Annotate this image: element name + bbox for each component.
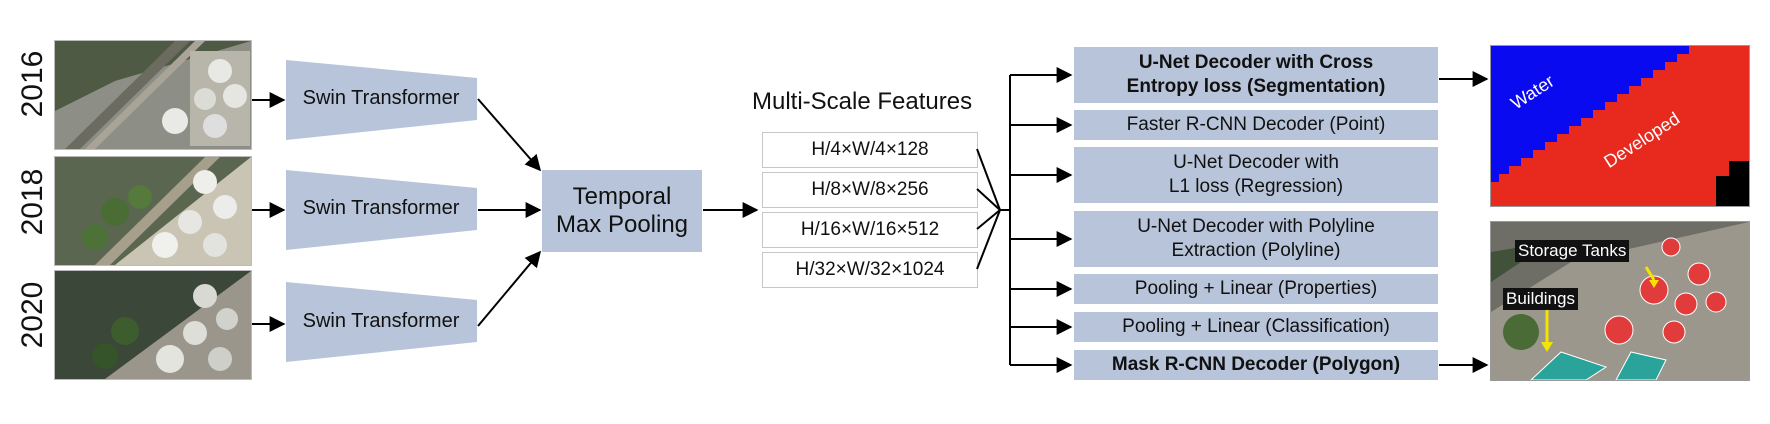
decoder-point: Faster R-CNN Decoder (Point) bbox=[1074, 110, 1438, 140]
pooling-line2: Max Pooling bbox=[555, 211, 689, 238]
decoder-properties-label: Pooling + Linear (Properties) bbox=[1134, 278, 1378, 299]
decoder-properties: Pooling + Linear (Properties) bbox=[1074, 274, 1438, 304]
swin-encoder-2018 bbox=[286, 170, 477, 250]
swin-encoder-2020 bbox=[286, 282, 477, 362]
decoder-polyline-line2: Extraction (Polyline) bbox=[1171, 240, 1341, 261]
decoder-segmentation-line2: Entropy loss (Segmentation) bbox=[1126, 76, 1386, 97]
decoder-segmentation: U-Net Decoder with Cross Entropy loss (S… bbox=[1074, 47, 1438, 103]
swin-label-2016: Swin Transformer bbox=[302, 87, 460, 109]
feature-box-scale-8: H/8×W/8×256 bbox=[762, 172, 978, 208]
swin-encoder-2016 bbox=[286, 60, 477, 140]
swin-label-2018: Swin Transformer bbox=[302, 197, 460, 219]
pooling-line1: Temporal bbox=[572, 183, 672, 210]
temporal-max-pooling-box: Temporal Max Pooling bbox=[542, 170, 702, 252]
decoder-polyline-line1: U-Net Decoder with Polyline bbox=[1137, 216, 1375, 237]
polygon-label-storage-tanks: Storage Tanks bbox=[1515, 240, 1630, 262]
decoder-regression: U-Net Decoder with L1 loss (Regression) bbox=[1074, 147, 1438, 203]
feature-box-scale-16: H/16×W/16×512 bbox=[762, 212, 978, 248]
multi-scale-features-title: Multi-Scale Features bbox=[752, 88, 973, 115]
decoder-regression-line1: U-Net Decoder with bbox=[1173, 152, 1339, 173]
polygon-output-image: Storage Tanks Buildings bbox=[1490, 221, 1750, 381]
decoder-point-label: Faster R-CNN Decoder (Point) bbox=[1126, 114, 1386, 135]
decoder-classification-label: Pooling + Linear (Classification) bbox=[1122, 316, 1390, 337]
decoder-classification: Pooling + Linear (Classification) bbox=[1074, 312, 1438, 342]
satellite-image-2018 bbox=[54, 156, 252, 266]
decoder-segmentation-line1: U-Net Decoder with Cross bbox=[1138, 52, 1374, 73]
swin-label-2020: Swin Transformer bbox=[302, 310, 460, 332]
decoder-polyline: U-Net Decoder with Polyline Extraction (… bbox=[1074, 211, 1438, 267]
feature-box-scale-4: H/4×W/4×128 bbox=[762, 132, 978, 168]
satellite-image-2020 bbox=[54, 270, 252, 380]
decoder-polygon: Mask R-CNN Decoder (Polygon) bbox=[1074, 350, 1438, 380]
segmentation-output-map: Water Developed bbox=[1490, 45, 1750, 207]
feature-box-scale-32: H/32×W/32×1024 bbox=[762, 252, 978, 288]
decoder-polygon-label: Mask R-CNN Decoder (Polygon) bbox=[1111, 354, 1401, 375]
satellite-image-2016 bbox=[54, 40, 252, 150]
decoder-regression-line2: L1 loss (Regression) bbox=[1168, 176, 1344, 197]
polygon-label-buildings: Buildings bbox=[1503, 288, 1578, 310]
